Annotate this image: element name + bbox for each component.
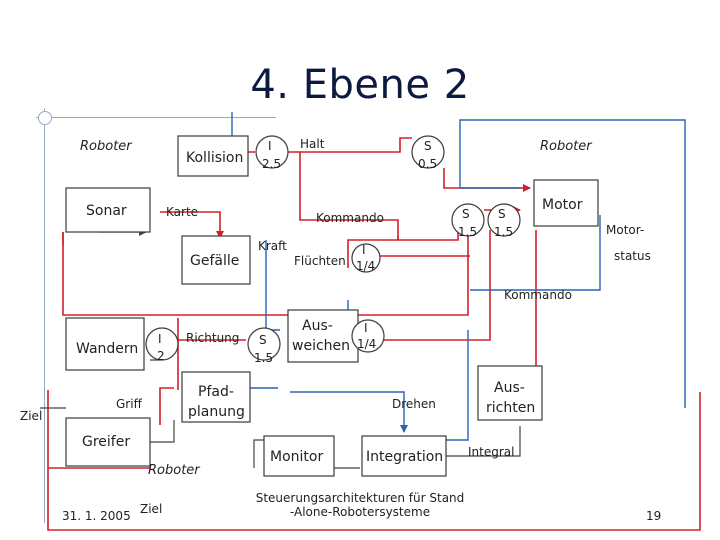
label-ausweichen-1: Aus- <box>302 318 333 334</box>
suppress-node-1-5-c <box>247 327 281 361</box>
line-motor-status-loop <box>459 119 686 408</box>
label-motor: Motor <box>542 197 583 213</box>
label-s15a-s: S <box>462 207 470 221</box>
label-drehen: Drehen <box>392 397 436 411</box>
label-kommando-1: Kommando <box>316 211 384 225</box>
label-ausrichten-2: richten <box>486 400 535 416</box>
decorative-horizontal-rule <box>36 117 276 118</box>
inhibit-node-2 <box>145 327 179 361</box>
label-monitor: Monitor <box>270 449 323 465</box>
label-s05-v: 0.5 <box>418 157 437 171</box>
label-s05-s: S <box>424 139 432 153</box>
line-s05-to-motor <box>443 168 520 189</box>
label-roboter-top-left: Roboter <box>80 139 133 154</box>
label-roboter-top-right: Roboter <box>540 139 593 154</box>
label-s15c-s: S <box>259 333 267 347</box>
footer-page-number: 19 <box>646 509 662 523</box>
slide-title: 4. Ebene 2 <box>250 62 470 108</box>
suppress-node-1-5-b <box>487 203 521 237</box>
label-s15a-v: 1.5 <box>458 225 477 239</box>
line-griff-to-pfad <box>159 387 174 425</box>
line-karte-to-gefaelle <box>160 211 224 239</box>
label-ausweichen-2: weichen <box>292 338 350 354</box>
label-s15b-v: 1.5 <box>494 225 513 239</box>
label-i14b-i: I <box>364 321 368 335</box>
label-i14a-v: 1/4 <box>356 259 375 273</box>
label-motor-status-1: Motor- <box>606 223 644 237</box>
label-integration: Integration <box>366 449 443 465</box>
footer-ziel: Ziel <box>140 502 163 516</box>
label-i2-v: 2 <box>157 349 165 363</box>
suppress-node-1-5-a <box>451 203 485 237</box>
line-bottom-loop <box>47 392 701 531</box>
line-kraft-ausweichen <box>265 240 280 331</box>
label-roboter-bottom: Roboter <box>148 463 201 478</box>
line-integration-ausrichten <box>444 426 521 457</box>
line-roboter-monitor <box>253 439 266 468</box>
label-pfad-1: Pfad- <box>198 384 234 400</box>
label-sonar: Sonar <box>86 203 127 219</box>
sonar-box[interactable] <box>65 187 151 233</box>
line-halt-kommando <box>286 151 399 240</box>
line-ausweichen-to-s15b <box>382 230 491 341</box>
label-integral: Integral <box>468 445 514 459</box>
monitor-box[interactable] <box>263 435 335 477</box>
footer-caption-line-2: -Alone-Robotersysteme <box>289 505 431 519</box>
label-i14a-i: I <box>362 243 366 257</box>
gefaelle-box[interactable] <box>181 235 251 285</box>
inhibit-node-1-4-a <box>351 243 381 273</box>
label-kraft: Kraft <box>258 239 287 253</box>
footer-date: 31. 1. 2005 <box>62 509 131 523</box>
wandern-box[interactable] <box>65 317 145 371</box>
suppress-node-0-5 <box>411 135 445 169</box>
label-halt: Halt <box>300 137 325 151</box>
footer-caption: Steuerungsarchitekturen für Stand -Alone… <box>240 491 480 519</box>
decorative-circle-icon <box>38 111 52 125</box>
label-fluechten: Flüchten <box>294 254 346 268</box>
label-kollision: Kollision <box>186 150 243 166</box>
label-i25-v: 2.5 <box>262 157 281 171</box>
greifer-box[interactable] <box>65 417 151 467</box>
footer-caption-line-1: Steuerungsarchitekturen für Stand <box>255 491 465 505</box>
label-greifer: Greifer <box>82 434 130 450</box>
label-i25-i: I <box>268 139 272 153</box>
decorative-vertical-rule <box>44 108 45 523</box>
inhibit-node-1-4-b <box>351 319 385 353</box>
label-ziel-left: Ziel <box>20 409 42 423</box>
label-pfad-2: planung <box>188 404 245 420</box>
line-to-integration <box>440 330 469 441</box>
label-i2-i: I <box>158 332 162 346</box>
line-greifer-pfad <box>150 420 175 443</box>
label-karte: Karte <box>166 205 198 219</box>
label-griff: Griff <box>116 397 143 411</box>
label-kommando-2: Kommando <box>504 288 572 302</box>
label-motor-status-2: status <box>614 249 651 263</box>
ausrichten-box[interactable] <box>477 365 543 421</box>
ausweichen-box[interactable] <box>287 309 359 363</box>
label-ausrichten-1: Aus- <box>494 380 525 396</box>
label-gefaelle: Gefälle <box>190 253 239 269</box>
motor-box[interactable] <box>533 179 599 227</box>
label-s15c-v: 1.5 <box>254 351 273 365</box>
label-wandern: Wandern <box>76 341 138 357</box>
line-motorstatus-kommando <box>470 215 601 291</box>
line-drehen-integration <box>290 391 408 433</box>
kollision-box[interactable] <box>177 135 249 177</box>
label-s15b-s: S <box>498 207 506 221</box>
line-halt-to-s05 <box>300 137 412 153</box>
pfadplanung-box[interactable] <box>181 371 251 423</box>
inhibit-node-2-5 <box>255 135 289 169</box>
label-richtung: Richtung <box>186 331 239 345</box>
label-i14b-v: 1/4 <box>357 337 376 351</box>
integration-box[interactable] <box>361 435 447 477</box>
